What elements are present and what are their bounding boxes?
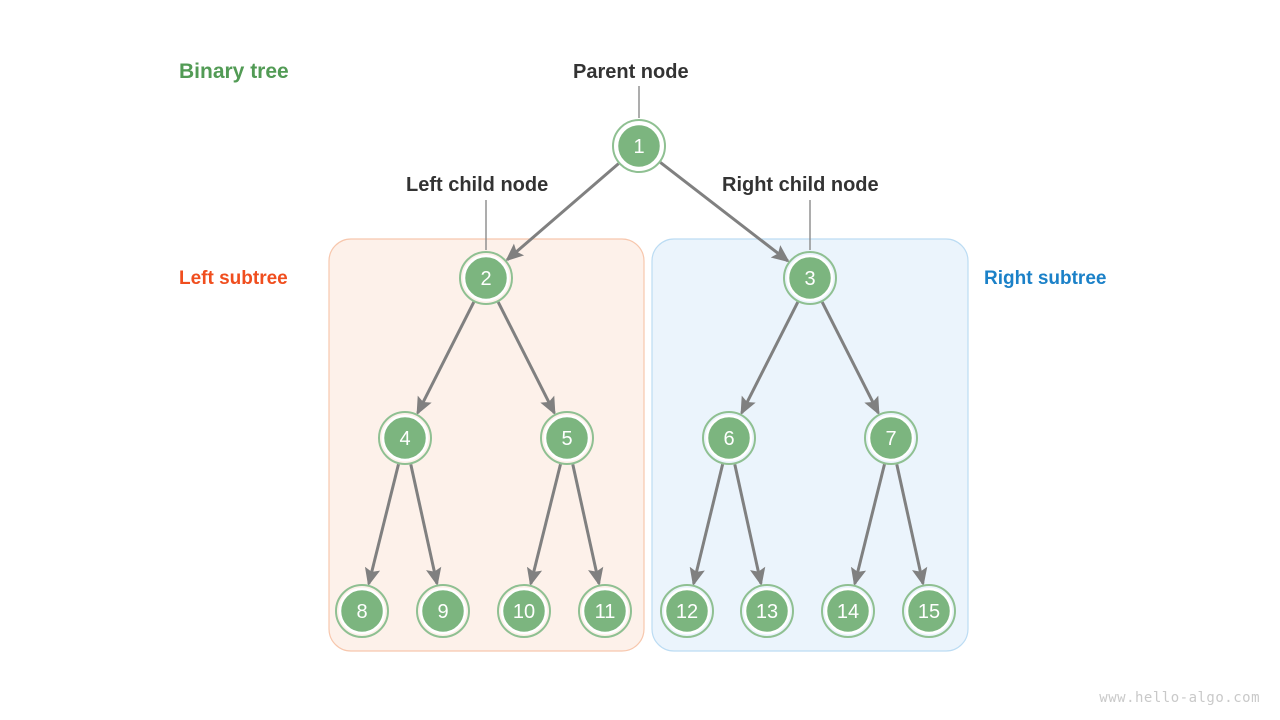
node-value: 3	[804, 268, 815, 290]
node-circle	[743, 587, 791, 635]
node-ring	[612, 119, 666, 173]
node-value: 14	[837, 601, 859, 623]
node-value: 10	[513, 601, 535, 623]
node-circle	[419, 587, 467, 635]
tree-node-3[interactable]: 3	[783, 251, 837, 305]
tree-node-12[interactable]: 12	[660, 584, 714, 638]
node-ring	[660, 584, 714, 638]
tree-edge-n1-n2	[505, 162, 620, 262]
node-circle	[462, 254, 510, 302]
tree-node-7[interactable]: 7	[864, 411, 918, 465]
node-value: 1	[633, 136, 644, 158]
tree-edge-n6-n12	[689, 463, 725, 587]
node-ring	[416, 584, 470, 638]
node-circle	[543, 414, 591, 462]
tree-edge-n1-n3	[659, 161, 790, 263]
subtree-boxes	[328, 238, 969, 652]
node-circle	[615, 122, 663, 170]
node-ring	[821, 584, 875, 638]
node-value: 12	[676, 601, 698, 623]
tree-node-10[interactable]: 10	[497, 584, 551, 638]
node-circle	[663, 587, 711, 635]
left-child-node-label: Left child node	[406, 174, 549, 196]
node-ring	[783, 251, 837, 305]
page-title: Binary tree	[179, 60, 289, 83]
tree-node-6[interactable]: 6	[702, 411, 756, 465]
node-ring	[459, 251, 513, 305]
tree-edge-n3-n6	[740, 301, 800, 416]
node-ring	[335, 584, 389, 638]
watermark: www.hello-algo.com	[1099, 690, 1260, 706]
tree-edge-n3-n7	[820, 301, 880, 416]
node-circle	[867, 414, 915, 462]
tree-node-11[interactable]: 11	[578, 584, 632, 638]
node-value: 15	[918, 601, 940, 623]
tree-node-5[interactable]: 5	[540, 411, 594, 465]
tree-node-2[interactable]: 2	[459, 251, 513, 305]
node-circle	[381, 414, 429, 462]
node-circle	[500, 587, 548, 635]
node-circle	[338, 587, 386, 635]
node-value: 6	[723, 428, 734, 450]
node-value: 7	[885, 428, 896, 450]
tree-node-9[interactable]: 9	[416, 584, 470, 638]
left-subtree-label: Left subtree	[179, 268, 288, 289]
right-subtree-label: Right subtree	[984, 268, 1107, 289]
right-child-node-label: Right child node	[722, 174, 879, 196]
tree-edge-n5-n11	[571, 464, 604, 586]
tree-edge-n2-n4	[416, 301, 476, 416]
node-value: 13	[756, 601, 778, 623]
tree-node-4[interactable]: 4	[378, 411, 432, 465]
node-ring	[578, 584, 632, 638]
node-circle	[824, 587, 872, 635]
annotation-pointers	[485, 86, 811, 250]
tree-edge-n2-n5	[496, 301, 556, 416]
tree-node-13[interactable]: 13	[740, 584, 794, 638]
tree-edge-n4-n8	[364, 463, 400, 587]
tree-node-15[interactable]: 15	[902, 584, 956, 638]
node-circle	[581, 587, 629, 635]
tree-edge-n7-n14	[850, 463, 886, 587]
node-ring	[702, 411, 756, 465]
node-value: 11	[595, 601, 616, 623]
tree-edge-n7-n15	[895, 464, 928, 586]
node-ring	[740, 584, 794, 638]
tree-node-1[interactable]: 1	[612, 119, 666, 173]
node-ring	[864, 411, 918, 465]
tree-edge-n6-n13	[733, 464, 766, 586]
parent-node-label: Parent node	[573, 61, 689, 83]
node-circle	[905, 587, 953, 635]
node-value: 5	[561, 428, 572, 450]
node-value: 2	[480, 268, 491, 290]
tree-node-8[interactable]: 8	[335, 584, 389, 638]
tree-edge-n5-n10	[526, 463, 562, 587]
node-circle	[786, 254, 834, 302]
node-ring	[540, 411, 594, 465]
node-value: 8	[356, 601, 367, 623]
tree-node-14[interactable]: 14	[821, 584, 875, 638]
node-ring	[497, 584, 551, 638]
node-ring	[378, 411, 432, 465]
node-ring	[902, 584, 956, 638]
tree-edges	[364, 161, 928, 587]
tree-edge-n4-n9	[409, 464, 442, 586]
node-circle	[705, 414, 753, 462]
node-value: 4	[399, 428, 410, 450]
node-value: 9	[437, 601, 448, 623]
